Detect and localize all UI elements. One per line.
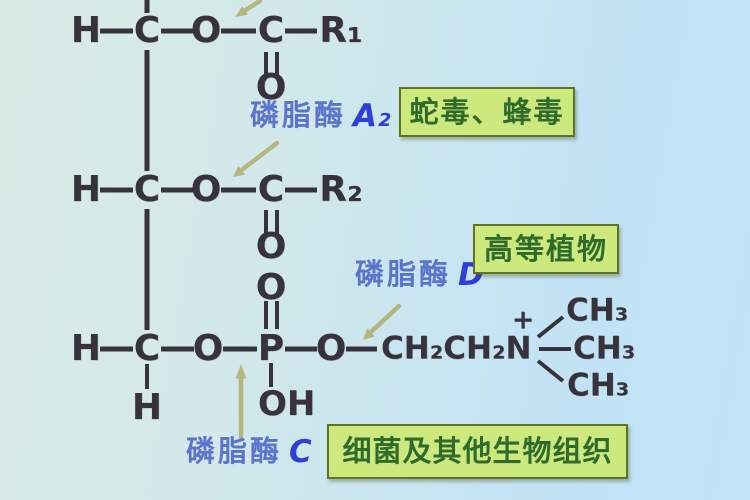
atom-h-row1: H	[70, 10, 102, 51]
atom-c-row3: C	[133, 328, 161, 369]
atom-c-row2: C	[133, 169, 161, 210]
plus-charge: +	[511, 304, 535, 336]
atom-carbonyl-o-row1: O	[255, 67, 287, 108]
phospholipase-a2-letter: A₂	[353, 98, 391, 134]
atom-h-row2: H	[70, 169, 102, 210]
atom-ch3-bottom: CH₃	[567, 367, 630, 404]
atom-bridge-o: O	[315, 328, 347, 369]
phospholipase-a2-arrow-icon	[233, 140, 280, 177]
bonds	[100, 0, 571, 389]
atom-r2: R₂	[319, 169, 363, 210]
phospholipase-d-arrow-icon	[363, 303, 402, 340]
phospholipase-d-label: 磷脂酶 D	[355, 257, 484, 291]
phospholipase-a2-label: 磷脂酶 A₂	[250, 98, 391, 134]
source-box-c: 细菌及其他生物组织	[327, 424, 628, 479]
phospholipase-a1-arrow-icon	[235, 0, 263, 17]
phospholipase-c-label: 磷脂酶 C	[186, 434, 312, 470]
atom-phosphate-double-o: O	[255, 267, 287, 308]
phospholipase-c-prefix: 磷脂酶	[186, 434, 283, 468]
atom-ch3-top: CH₃	[566, 292, 629, 329]
atom-phosphate-oh: OH	[258, 384, 316, 424]
atom-choline-chain: CH₂CH₂N	[381, 330, 532, 367]
phospholipase-d-prefix: 磷脂酶	[355, 257, 452, 291]
atom-acyl-c-row1: C	[257, 10, 285, 51]
atom-acyl-c-row2: C	[257, 169, 285, 210]
atom-p: P	[257, 328, 285, 369]
phospholipase-c-letter: C	[289, 434, 312, 470]
atom-o-row3: O	[192, 328, 224, 369]
atom-o-row1: O	[190, 10, 222, 51]
atom-o-row2: O	[190, 169, 222, 210]
source-box-a2: 蛇毒、蜂毒	[399, 87, 575, 137]
atom-carbonyl-o-row2: O	[255, 226, 287, 267]
phospholipase-a2-prefix: 磷脂酶	[250, 98, 347, 132]
atom-c-row1: C	[133, 10, 161, 51]
atom-r1: R₁	[319, 10, 363, 51]
atom-h-below-c3: H	[131, 387, 163, 428]
phospholipase-c-arrow-icon	[235, 364, 247, 440]
atom-h-row3: H	[70, 328, 102, 369]
atom-ch3-middle: CH₃	[573, 330, 636, 367]
source-box-d: 高等植物	[473, 224, 619, 274]
